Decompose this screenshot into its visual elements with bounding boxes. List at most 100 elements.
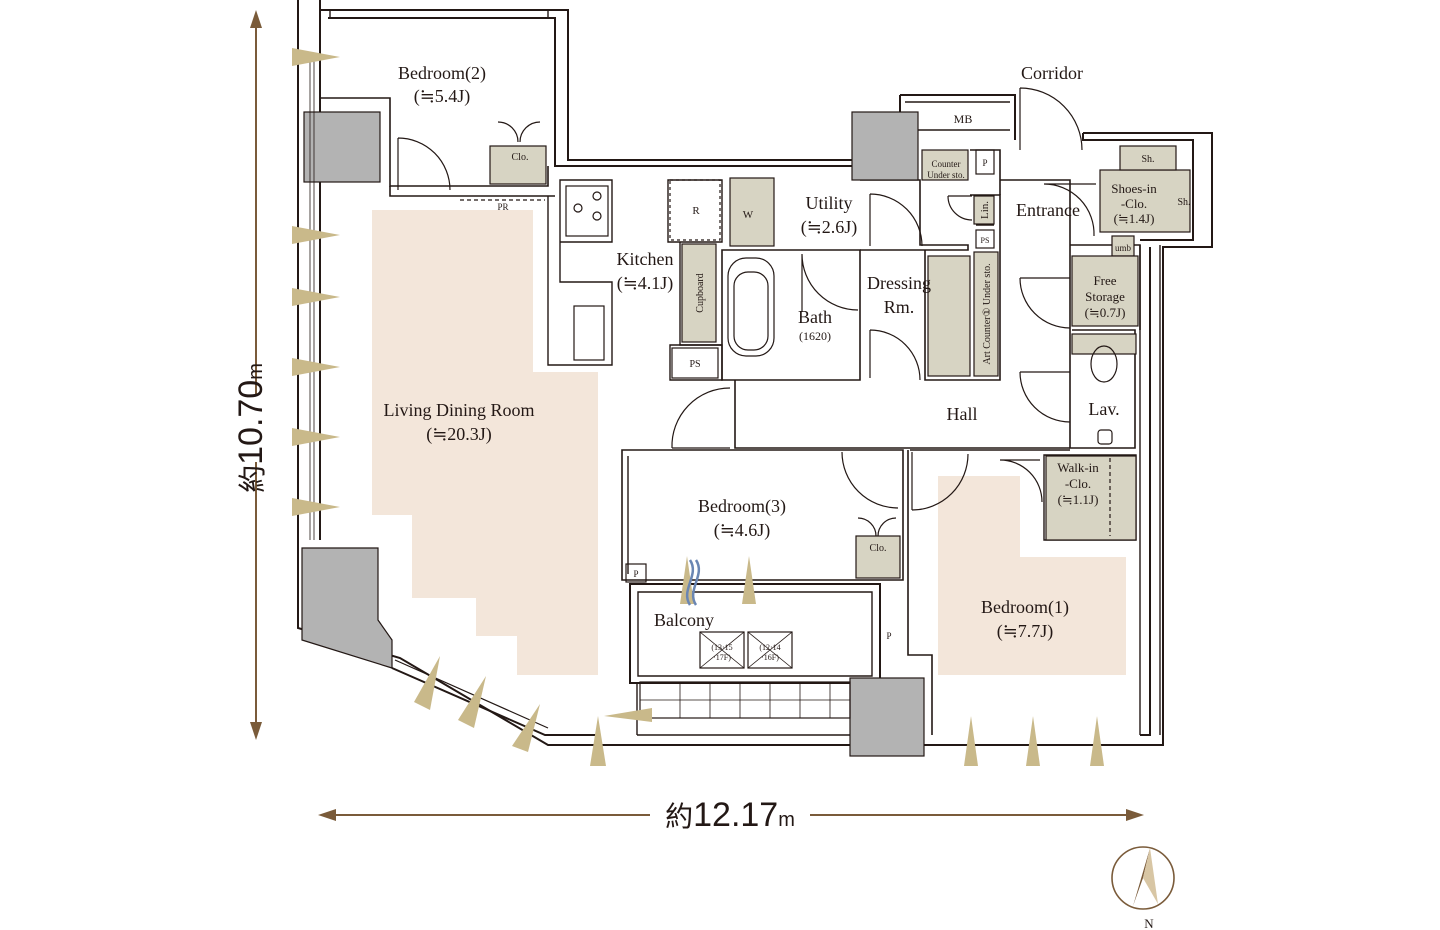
door-entrance-shoes[interactable] (1043, 183, 1096, 237)
compass: N (1111, 846, 1175, 930)
bedroom1-name: Bedroom(1) (981, 597, 1069, 618)
light-arrow-b3-1 (680, 556, 694, 604)
light-arrow-diag-1 (414, 656, 440, 710)
ac-label-2b: ·16F) (761, 653, 779, 662)
walkin-label-3: (≒1.1J) (1058, 492, 1099, 507)
light-arrow-left-2 (292, 226, 340, 244)
door-lin[interactable] (947, 195, 973, 221)
daylight-arrows (292, 48, 1104, 766)
railing-bars (640, 682, 850, 718)
light-arrow-left-6 (292, 498, 340, 516)
ac-label-1a: (13·15 (711, 643, 732, 652)
stove (565, 185, 609, 237)
light-arrow-left-4 (292, 358, 340, 376)
lin-label: Lin. (979, 201, 991, 219)
bathtub (727, 257, 775, 357)
p-label-balcony: P (886, 631, 891, 641)
bedroom2-name: Bedroom(2) (398, 63, 486, 84)
door-bedroom3[interactable] (841, 451, 899, 509)
walkin-label-1: Walk-in (1057, 460, 1099, 475)
ac-unit-1 (699, 631, 745, 669)
burner-3 (573, 203, 583, 213)
hall-name: Hall (947, 404, 978, 424)
door-hall-ldk[interactable] (671, 387, 731, 449)
width-unit: m (778, 809, 795, 831)
door-clo-bedroom3-b[interactable] (877, 517, 897, 537)
free-label-2: Storage (1085, 289, 1125, 304)
door-walkin[interactable] (999, 459, 1043, 503)
p-box-top (975, 149, 995, 175)
light-arrow-b3-2 (742, 556, 756, 604)
dim-arrow-right (1126, 809, 1144, 821)
fridge (669, 179, 721, 241)
floor-fills (372, 210, 1126, 675)
light-arrow-diag-2 (458, 676, 486, 728)
ac-label-2a: (12·14 (759, 643, 780, 652)
art-counter-label: Art Counter① Under sto. (982, 263, 993, 364)
bathtub-inner (733, 271, 769, 351)
burner-1 (592, 191, 602, 201)
ps-label-entrance: PS (981, 236, 990, 245)
door-clo-bedroom2-b[interactable] (519, 121, 541, 143)
svg-text:約10.70m: 約10.70m (232, 363, 270, 493)
free-storage (1071, 255, 1139, 327)
ac-unit-2 (747, 631, 793, 669)
kitchen-area: (≒4.1J) (617, 273, 674, 294)
door-bedroom2[interactable] (397, 137, 451, 191)
door-clo-bedroom2-a[interactable] (497, 121, 519, 143)
ps-box-kitchen (671, 347, 719, 379)
door-dressing[interactable] (869, 329, 921, 381)
kitchen-name: Kitchen (617, 249, 674, 269)
balcony-name: Balcony (654, 610, 714, 630)
door-bedroom1[interactable] (911, 452, 969, 511)
light-arrow-bottom-1 (590, 716, 606, 766)
lav-counter (1071, 333, 1137, 355)
light-arrow-left-1 (292, 48, 340, 66)
door-utility[interactable] (869, 193, 923, 247)
light-arrow-diag-3 (512, 704, 540, 752)
compass-needle-dark (1133, 848, 1150, 906)
shoes-label-1: Shoes-in (1111, 181, 1157, 196)
sink (573, 305, 605, 361)
door-clo-bedroom3-a[interactable] (857, 517, 877, 537)
cupboard-label: Cupboard (695, 273, 706, 312)
ps-box-entrance (975, 229, 995, 249)
p-label-bedroom3: P (633, 569, 638, 579)
counter-label-1: Counter (932, 159, 961, 169)
door-lav[interactable] (1019, 371, 1071, 423)
toilet (1090, 345, 1118, 383)
utility-area: (≒2.6J) (801, 217, 858, 238)
dim-arrow-left (318, 809, 336, 821)
p-box-bedroom3 (625, 563, 647, 583)
fridge-label: R (692, 205, 700, 217)
columns (301, 111, 925, 757)
shoes-label-2: -Clo. (1121, 196, 1147, 211)
light-arrow-b1-1 (964, 716, 978, 766)
corridor-name: Corridor (1021, 63, 1083, 83)
free-label-3: (≒0.7J) (1085, 305, 1126, 320)
dressing-name-1: Dressing (867, 273, 931, 293)
width-value: 12.17 (693, 796, 778, 834)
dressing-name-2: Rm. (884, 297, 915, 317)
light-arrow-b1-3 (1090, 716, 1104, 766)
ac-cross-2 (747, 631, 793, 669)
door-bath[interactable] (801, 253, 859, 312)
height-prefix: 約 (237, 465, 268, 493)
sh-box-top (1119, 145, 1177, 171)
column-bedroom2 (303, 111, 381, 183)
bedroom1-area: (≒7.7J) (997, 621, 1054, 642)
lav-name: Lav. (1088, 399, 1119, 419)
walls (297, 0, 1213, 746)
sh-label-side: Sh. (1177, 197, 1190, 208)
door-corridor[interactable] (1019, 87, 1083, 151)
door-free-storage[interactable] (1019, 277, 1071, 329)
dim-arrow-top (250, 10, 262, 28)
ac-label-1b: ·17F) (713, 653, 731, 662)
clo-bedroom2 (489, 145, 547, 185)
ldk-name: Living Dining Room (383, 400, 534, 420)
p-label-top: P (982, 158, 987, 168)
lav-sink (1097, 429, 1113, 445)
breeze-icon (685, 559, 701, 606)
doors (397, 87, 1096, 537)
